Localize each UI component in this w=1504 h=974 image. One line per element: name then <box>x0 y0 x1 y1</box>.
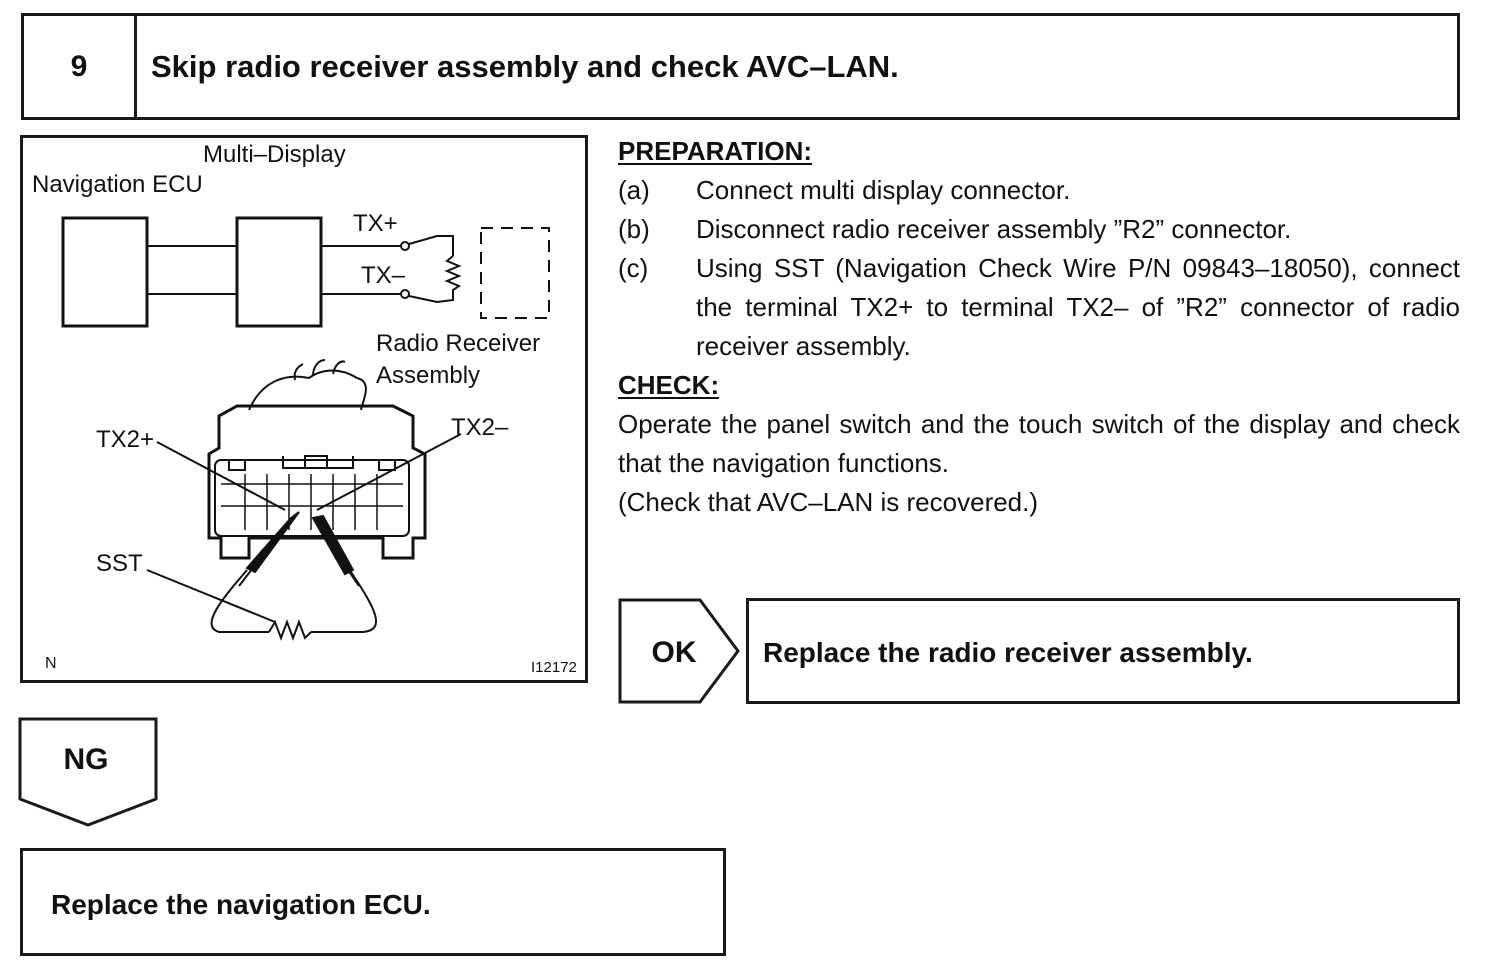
step-letter: (a) <box>618 175 650 205</box>
preparation-heading: PREPARATION: <box>618 136 813 166</box>
wiring-diagram: Multi–Display Navigation ECU TX+ TX– Rad… <box>20 135 588 683</box>
preparation-step: (c) Using SST (Navigation Check Wire P/N… <box>618 249 1460 366</box>
tx2-minus-label: TX2– <box>451 414 509 441</box>
ng-arrow: NG <box>18 717 160 834</box>
check-note: (Check that AVC–LAN is recovered.) <box>618 487 1039 517</box>
radio-receiver-label-line1: Radio Receiver <box>376 330 541 357</box>
check-text: Operate the panel switch and the touch s… <box>618 409 1460 478</box>
ng-action-text: Replace the navigation ECU. <box>51 889 431 920</box>
preparation-step: (b) Disconnect radio receiver assembly ”… <box>618 210 1460 249</box>
step-text: Connect multi display connector. <box>696 175 1071 205</box>
figure-id-label: I12172 <box>531 659 577 676</box>
ok-label: OK <box>652 636 697 669</box>
radio-receiver-label-line2: Assembly <box>376 362 481 389</box>
navigation-ecu-label: Navigation ECU <box>32 171 203 198</box>
tx2-plus-label: TX2+ <box>96 426 155 453</box>
step-letter: (b) <box>618 214 650 244</box>
multi-display-block <box>235 216 323 328</box>
ok-action-text: Replace the radio receiver assembly. <box>763 637 1253 668</box>
radio-receiver-block <box>480 227 550 319</box>
diagram-drawing <box>61 216 550 641</box>
ok-arrow: OK <box>618 596 744 711</box>
step-title: Skip radio receiver assembly and check A… <box>151 48 899 84</box>
step-letter: (c) <box>618 253 649 283</box>
instructions: PREPARATION: (a) Connect multi display c… <box>618 132 1460 522</box>
step-number: 9 <box>24 16 137 117</box>
ng-result-box: Replace the navigation ECU. <box>20 848 726 956</box>
ng-label: NG <box>64 743 109 776</box>
ok-arrow-shape: OK <box>618 598 740 704</box>
check-heading: CHECK: <box>618 370 720 400</box>
tx-plus-label: TX+ <box>353 210 398 237</box>
step-text: Disconnect radio receiver assembly ”R2” … <box>696 214 1292 244</box>
multi-display-label: Multi–Display <box>203 141 346 168</box>
ok-result-box: Replace the radio receiver assembly. <box>746 598 1460 704</box>
corner-code-label: N <box>45 655 57 672</box>
preparation-step: (a) Connect multi display connector. <box>618 171 1460 210</box>
navigation-ecu-block <box>61 216 149 328</box>
tx-minus-label: TX– <box>361 262 406 289</box>
step-header: 9 Skip radio receiver assembly and check… <box>21 13 1460 120</box>
ng-arrow-shape: NG <box>18 717 158 827</box>
step-text: Using SST (Navigation Check Wire P/N 098… <box>696 253 1460 361</box>
sst-label: SST <box>96 550 143 577</box>
